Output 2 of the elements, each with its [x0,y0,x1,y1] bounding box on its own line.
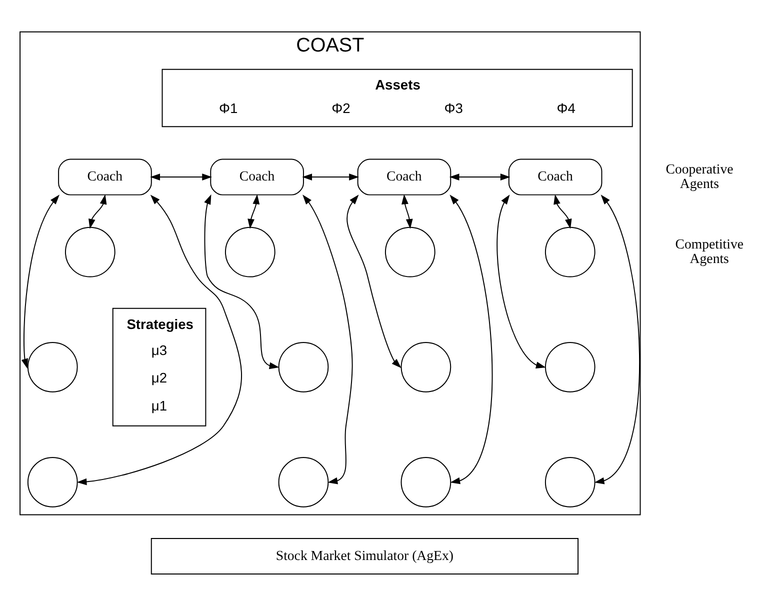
label: Cooperative Agents [666,160,734,191]
label: Competitive Agents [675,236,744,266]
